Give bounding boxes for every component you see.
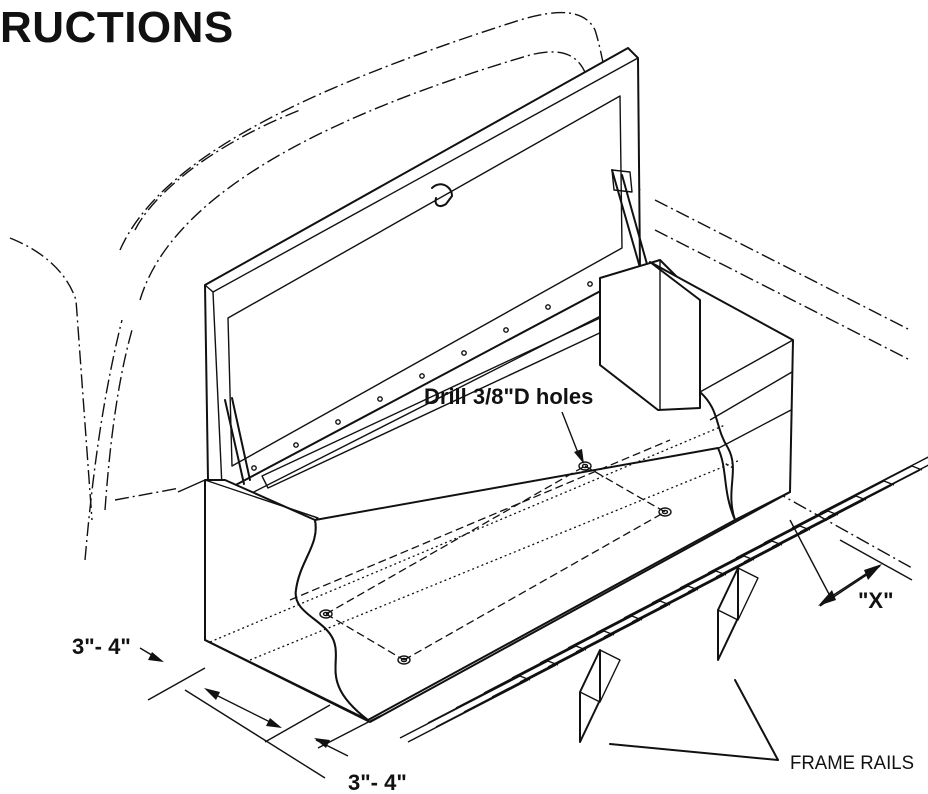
drill-hole — [397, 655, 411, 665]
toolbox — [177, 47, 794, 723]
drill-hole — [319, 609, 333, 619]
bottom-offset-label: 3"- 4" — [348, 770, 407, 794]
drill-hole — [658, 507, 672, 517]
lid — [204, 47, 641, 489]
drill-hole — [578, 461, 592, 471]
frame-rails-label: FRAME RAILS — [790, 753, 914, 774]
drill-holes-label: Drill 3/8"D holes — [424, 384, 593, 409]
frame-rails — [399, 456, 928, 743]
heading-title: RUCTIONS — [0, 3, 234, 52]
dimensions — [139, 411, 913, 779]
box-floor — [294, 447, 736, 721]
left-offset-label: 3"- 4" — [72, 634, 131, 659]
x-dimension-label: "X" — [858, 588, 894, 613]
